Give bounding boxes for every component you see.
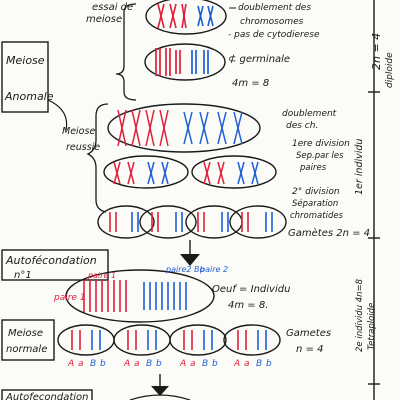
allele-b: b [156, 359, 162, 369]
meiose-normale-label-1: Meiose [8, 328, 43, 339]
chromosomes-division1 [113, 161, 259, 185]
meiose-anomale-label-1: Meiose [6, 54, 45, 67]
deuxieme-division-2: Séparation [292, 198, 338, 209]
premiere-division-2: Sep.par les [296, 151, 344, 161]
four-m-8-mid: 4m = 8. [228, 300, 268, 311]
allele-B: B [90, 359, 96, 369]
cell-partial-bottom [129, 394, 191, 400]
doublement-ch-1: doublement [282, 109, 337, 119]
cell-germinale [144, 43, 226, 81]
arrow-down-1 [180, 240, 200, 266]
allele-A: A [233, 359, 240, 369]
premiere-division-3: paires [299, 163, 327, 173]
allele-A: A [67, 359, 74, 369]
cell-doublement [107, 103, 261, 153]
paire1-label: paire 1 [53, 293, 86, 303]
cell-oeuf [65, 269, 215, 323]
label-2n4: 2n = 4 [370, 33, 383, 70]
gamete-allele-labels: A a B b A a B b A a B b A a B b [67, 359, 272, 369]
allele-B: B [202, 359, 208, 369]
paire2b-label: paire2 Bb [165, 265, 205, 274]
label-tetraploide: Tetraploide [367, 303, 377, 350]
autofecondation-box [1, 249, 109, 281]
deuxieme-division-1: 2° division [292, 187, 340, 197]
timeline [368, 0, 380, 400]
germinale-label: ⊄ germinale [228, 54, 290, 65]
chromosomes-top [157, 3, 214, 29]
autofecondation-label: Autofécondation [5, 254, 97, 267]
allele-b: b [100, 359, 106, 369]
meiose-top-label: meiose [86, 14, 122, 25]
meiose-normale-box [1, 319, 55, 361]
connector-anomale [47, 99, 68, 131]
label-diploide: diploide [385, 52, 395, 88]
meiose-normale-label-2: normale [6, 344, 47, 355]
paire1b-label: paire 1 [87, 271, 116, 280]
chromosomes-doublement [117, 109, 243, 147]
doublement-label-1: doublement des [238, 3, 311, 13]
deuxieme-division-3: chromatides [290, 211, 344, 221]
doublement-ch-2: des ch. [286, 121, 318, 131]
allele-A: A [123, 359, 130, 369]
essai-label: essai de [92, 2, 133, 13]
gamete-cells-2n [97, 205, 287, 239]
allele-b: b [266, 359, 272, 369]
gametes-n4-label-1: Gametes [286, 328, 331, 339]
cell-division1-left [103, 155, 189, 189]
allele-b: b [212, 359, 218, 369]
allele-B: B [146, 359, 152, 369]
doublement-label-2: chromosomes [240, 17, 304, 27]
gametes-n4-label-2: n = 4 [296, 344, 323, 355]
allele-A: A [179, 359, 186, 369]
allele-a: a [190, 359, 196, 369]
allele-a: a [134, 359, 140, 369]
meiose-reussie-label-1: Meiose [62, 126, 95, 137]
chromosomes-oeuf [83, 280, 187, 312]
oeuf-label: Oeuf = Individu [212, 284, 290, 295]
bracket-reussie [86, 103, 109, 213]
label-second-individual: 2e individu 4n=8 [355, 278, 365, 352]
gametes-2n4-label: Gamètes 2n = 4 [288, 227, 370, 239]
gamete-cells-n [57, 324, 281, 356]
meiose-anomale-label-2: Anomale [4, 90, 54, 103]
allele-B: B [256, 359, 262, 369]
label-first-individual: 1er individu [354, 139, 365, 195]
premiere-division-1: 1ere division [292, 139, 350, 149]
pas-cytodierese-label: - pas de cytodierese [228, 30, 320, 40]
allele-a: a [78, 359, 84, 369]
autofecondation-num: n°1 [14, 270, 32, 281]
arrow-down-2 [151, 374, 169, 396]
autofecondation-bottom-label: Autofecondation [5, 392, 88, 400]
paire2-label: paire 2 [199, 265, 228, 274]
cell-essai-top [145, 0, 227, 35]
meiose-anomale-box [1, 41, 49, 113]
allele-a: a [244, 359, 250, 369]
autofecondation-bottom-box [1, 389, 93, 400]
meiose-reussie-label-2: reussie [66, 142, 100, 153]
chromosomes-germinale [155, 48, 209, 76]
cell-division1-right [191, 155, 277, 189]
four-m-8-top: 4m = 8 [232, 78, 269, 89]
bracket-top [115, 3, 137, 101]
